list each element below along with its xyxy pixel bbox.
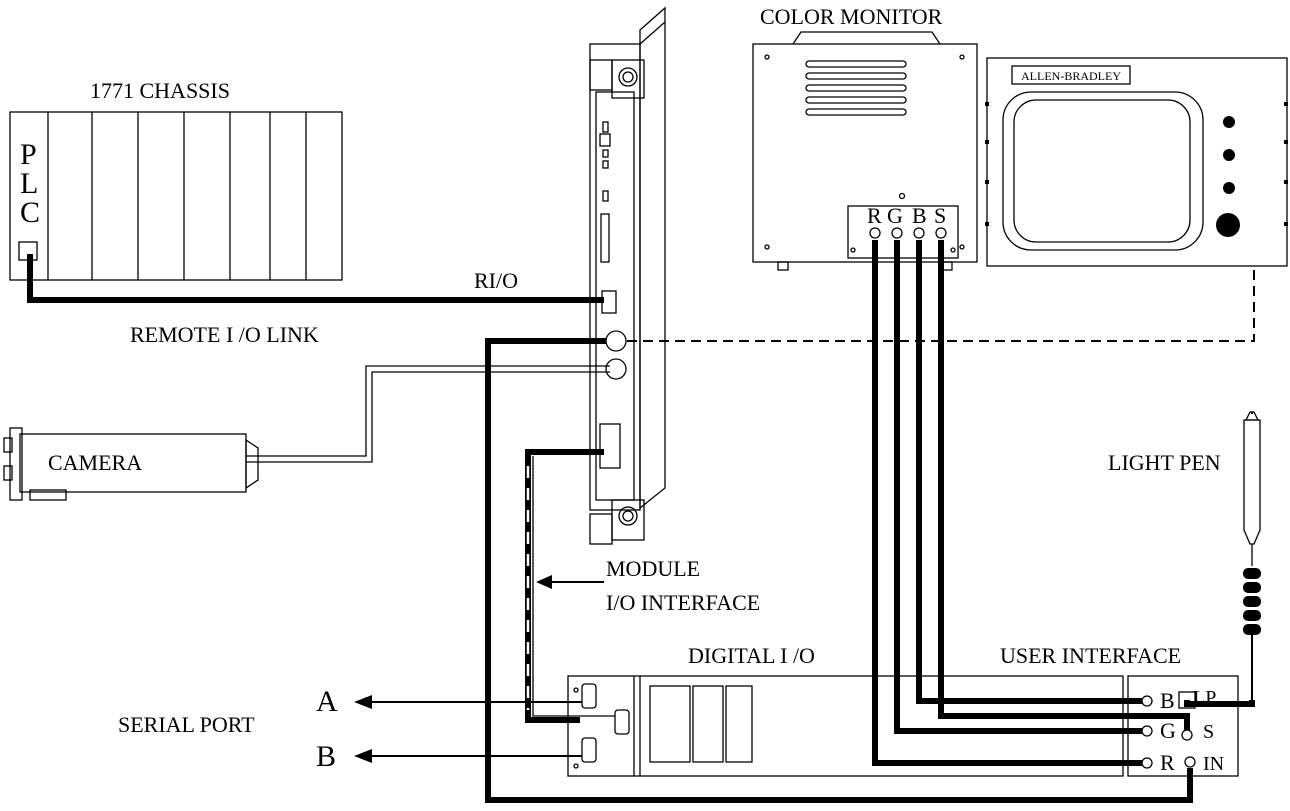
light-pen: LIGHT PEN — [1108, 411, 1261, 702]
ui-port-r: R — [1160, 750, 1175, 775]
monitor-port-b: B — [912, 203, 927, 228]
monitor-port-r: R — [867, 203, 882, 228]
chassis-label: 1771 CHASSIS — [90, 78, 230, 103]
rio-label: RI/O — [474, 268, 518, 293]
camera-label: CAMERA — [48, 450, 142, 475]
color-monitor-back: COLOR MONITOR R G B S — [752, 4, 978, 271]
ui-port-in: IN — [1203, 753, 1224, 775]
plc-letter-l: L — [20, 167, 38, 200]
camera: CAMERA — [3, 427, 259, 501]
brand-label: ALLEN-BRADLEY — [1021, 69, 1121, 83]
module-label-2: I/O INTERFACE — [606, 590, 760, 615]
light-pen-label: LIGHT PEN — [1108, 450, 1221, 475]
plc-letter-p: P — [20, 138, 37, 171]
user-interface-label: USER INTERFACE — [1000, 643, 1181, 668]
ui-port-b: B — [1160, 688, 1175, 713]
monitor-port-s: S — [934, 203, 946, 228]
serial-port-label: SERIAL PORT — [118, 712, 255, 737]
color-monitor-label: COLOR MONITOR — [760, 4, 943, 29]
user-interface-box: USER INTERFACE B G R LP S IN — [1000, 643, 1239, 777]
color-monitor-front: ALLEN-BRADLEY — [985, 57, 1288, 267]
digital-io-label: DIGITAL I /O — [688, 643, 815, 668]
plc-letter-c: C — [20, 196, 40, 229]
ui-port-g: G — [1160, 718, 1176, 743]
port-a-label: A — [316, 685, 338, 718]
digital-io-box: DIGITAL I /O — [567, 643, 1124, 777]
monitor-port-g: G — [887, 203, 903, 228]
ui-port-s: S — [1203, 721, 1214, 743]
cables: RI/O REMOTE I /O LINK MODULE I/O INTERFA… — [27, 240, 1255, 803]
module-label-1: MODULE — [606, 556, 700, 581]
remote-link-label: REMOTE I /O LINK — [130, 322, 319, 347]
vision-module — [589, 6, 666, 545]
chassis-1771: 1771 CHASSIS P L C — [9, 78, 343, 281]
port-b-label: B — [316, 740, 336, 773]
